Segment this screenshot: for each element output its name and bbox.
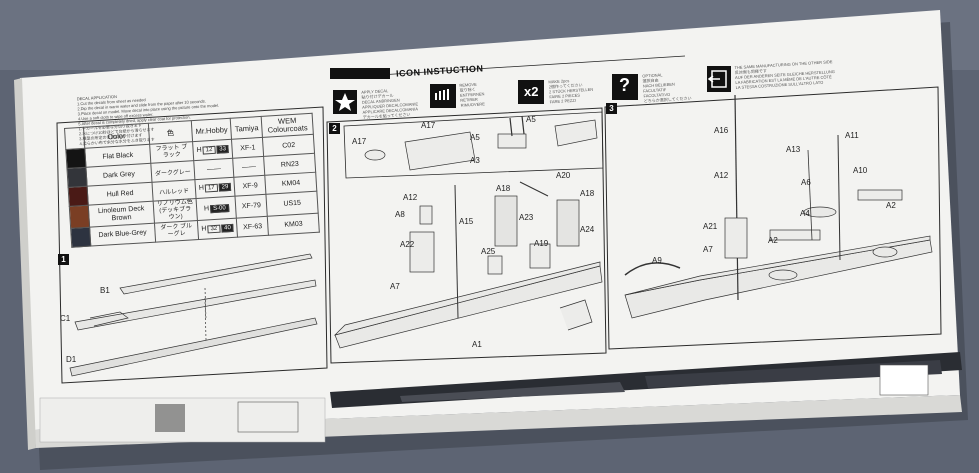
h-code: 32	[207, 224, 221, 234]
part-label: A5	[470, 133, 480, 142]
part-label: B1	[100, 286, 110, 295]
part-label: A18	[496, 184, 511, 193]
part-label: A13	[786, 145, 801, 154]
scale-box	[237, 401, 299, 433]
remove-icon	[435, 89, 449, 100]
header-color-jp: 色	[148, 120, 193, 145]
part-label: A15	[459, 217, 474, 226]
swatch-header	[64, 127, 85, 150]
part-label: A25	[481, 247, 496, 256]
x2-icon-box	[518, 80, 544, 104]
question-icon: ?	[619, 75, 630, 95]
part-label: D1	[66, 355, 77, 364]
part-label: A4	[800, 209, 810, 218]
part-label: A16	[714, 126, 729, 135]
step2-subassembly-parts	[364, 115, 598, 171]
h-code-2: S-00	[209, 203, 230, 213]
step-number-2: 2	[329, 123, 340, 134]
color-name-jp: ダーク ブルーグレ	[154, 220, 199, 243]
color-swatch	[66, 167, 88, 188]
corner-box	[879, 364, 929, 396]
h-code: 12	[202, 145, 216, 155]
remove-icon-text: REMOVE 取り除く ENTFERNEN RETIRER RIMUOVERE	[459, 81, 485, 108]
color-swatch	[69, 205, 90, 229]
paint-table: Color 色 Mr.Hobby Tamiya WEM Colourcoats …	[64, 113, 320, 248]
step3-ship-bow	[624, 94, 933, 319]
header-mr-hobby: Mr.Hobby	[191, 118, 232, 142]
box-end	[14, 78, 36, 450]
mr-hobby-code: ——	[193, 158, 235, 180]
color-name: Dark Blue-Grey	[89, 223, 156, 247]
barcode-area	[155, 404, 185, 432]
part-label: A3	[470, 156, 480, 165]
other-side-icon	[707, 70, 727, 88]
h-code-2: 29	[218, 182, 232, 192]
part-label: A18	[580, 189, 595, 198]
x2-icon: x2	[524, 84, 539, 99]
color-swatch	[68, 186, 89, 207]
part-label: A10	[853, 166, 868, 175]
star-icon-text: APPLY DECAL 貼り付けデカール DECAL ANBRINGEN APP…	[361, 88, 419, 120]
part-label: A5	[526, 115, 536, 124]
color-swatch	[65, 148, 86, 169]
panel-step2	[326, 107, 607, 364]
part-label: A20	[556, 171, 571, 180]
tamiya-code: XF-9	[234, 175, 267, 197]
part-label: A1	[472, 340, 482, 349]
star-icon	[335, 93, 355, 111]
tamiya-code: XF-63	[236, 216, 269, 238]
h-code-2: 33	[216, 144, 230, 154]
part-label: A6	[801, 178, 811, 187]
part-label: A17	[352, 137, 367, 146]
wem-code: KM03	[267, 213, 320, 236]
header-black-tab	[330, 68, 390, 79]
part-label: A22	[400, 240, 415, 249]
wem-code: US15	[266, 191, 319, 217]
part-label: A7	[703, 245, 713, 254]
step-number-3: 3	[606, 103, 617, 114]
part-label: A24	[580, 225, 595, 234]
part-label: A19	[534, 239, 549, 248]
tamiya-code: XF-79	[235, 194, 268, 219]
part-label: A9	[652, 256, 662, 265]
step-number-1: 1	[58, 254, 69, 265]
h-code-2: 40	[220, 223, 235, 233]
part-label: A7	[390, 282, 400, 291]
part-label: A2	[886, 201, 896, 210]
part-label: A12	[403, 193, 418, 202]
tamiya-code: ——	[233, 156, 265, 178]
tamiya-code: XF-1	[231, 137, 264, 159]
header-tamiya: Tamiya	[230, 116, 263, 140]
box-face	[20, 10, 960, 430]
part-label: A2	[768, 236, 778, 245]
question-icon-text: OPTIONAL 選択自由 NACH BELIEBEN FACULTATIF F…	[642, 72, 692, 104]
part-label: A12	[714, 171, 729, 180]
color-name-jp: リノリウム色 (デッキブラウン)	[153, 198, 198, 224]
panel-step2-subassembly	[343, 111, 604, 179]
ship-silhouette-2	[645, 360, 942, 388]
part-label: A21	[703, 222, 718, 231]
question-icon-box	[612, 74, 638, 100]
step2-ship-hull	[333, 181, 603, 349]
color-swatch	[70, 227, 91, 248]
panel-step1	[56, 106, 328, 384]
part-label: A17	[421, 121, 436, 130]
part-label: A8	[395, 210, 405, 219]
panel-step3	[604, 86, 942, 350]
part-label: A23	[519, 213, 534, 222]
h-code: 17	[204, 183, 218, 193]
part-label: C1	[60, 314, 71, 323]
ship-silhouette	[400, 382, 625, 402]
x2-icon-text: MAKE 2pcs 2個作ってください 2 STÜCK HERSTELLEN F…	[548, 78, 594, 105]
part-label: A11	[845, 131, 859, 140]
step1-ship-parts	[69, 253, 318, 377]
